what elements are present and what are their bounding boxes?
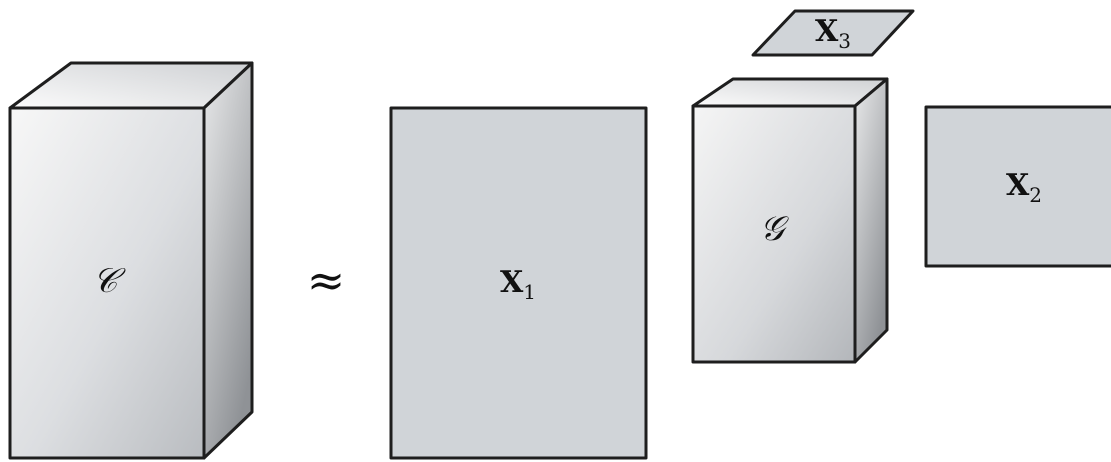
- factor-matrix-x2-label: X2: [1006, 168, 1042, 207]
- factor-matrix-x3: X3: [751, 9, 915, 57]
- factor-matrix-x3-face: [751, 9, 915, 57]
- approx-symbol: ≈: [307, 253, 346, 307]
- factor-matrix-x3-label: X3: [815, 14, 851, 53]
- factor-matrix-x2: X2: [924, 105, 1111, 268]
- factor-matrix-x1-rect: [389, 106, 648, 460]
- tensor-c-cuboid: 𝒞: [8, 61, 254, 460]
- core-tensor-g-label: 𝒢: [760, 209, 789, 249]
- tensor-c-side-face: [202, 61, 254, 460]
- core-tensor-g-cuboid: 𝒢: [691, 77, 889, 364]
- core-tensor-g-front-face: [691, 104, 857, 364]
- factor-matrix-x1-label: X1: [500, 265, 536, 304]
- tensor-c-front-face: [8, 106, 206, 460]
- factor-matrix-x2-rect: [924, 105, 1111, 268]
- core-tensor-g-side-face: [853, 77, 889, 364]
- factor-matrix-x1: X1: [389, 106, 648, 460]
